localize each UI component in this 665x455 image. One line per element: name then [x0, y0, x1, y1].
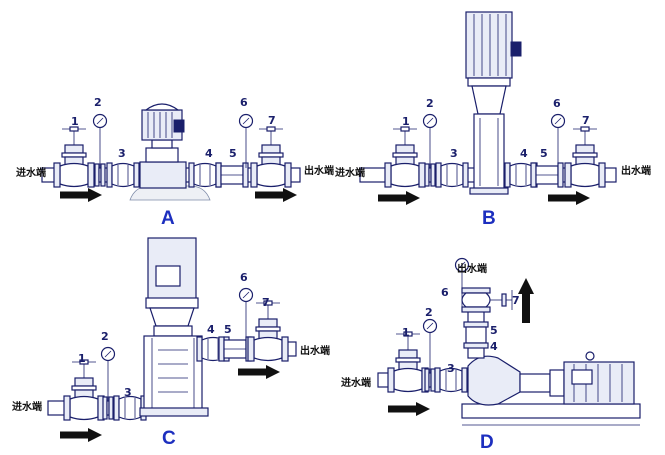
svg-text:1: 1 — [71, 115, 79, 128]
svg-text:3: 3 — [118, 147, 126, 160]
svg-text:5: 5 — [229, 147, 237, 160]
vertical-multistage-pump — [465, 11, 522, 195]
gate-valve — [247, 300, 289, 362]
pressure-gauge — [238, 113, 254, 169]
flexible-joint — [435, 162, 469, 188]
flow-arrow — [378, 191, 420, 205]
svg-text:6: 6 — [240, 271, 248, 284]
svg-text:5: 5 — [490, 324, 498, 337]
flow-arrow — [60, 188, 102, 202]
svg-text:2: 2 — [425, 306, 433, 319]
svg-text:7: 7 — [268, 114, 276, 127]
gate-valve — [461, 287, 513, 313]
flow-arrow — [548, 191, 590, 205]
gate-valve — [53, 126, 95, 188]
pressure-gauge — [92, 113, 108, 169]
gate-valve — [250, 126, 292, 188]
gate-valve — [63, 359, 105, 421]
svg-text:3: 3 — [447, 362, 455, 375]
vertical-multistage-pump — [139, 237, 209, 417]
svg-text:6: 6 — [441, 286, 449, 299]
pressure-gauge — [550, 113, 566, 169]
flow-arrow — [518, 278, 534, 323]
panel-b: 1 2 3 4 5 6 7 进水端 出水端 B — [335, 11, 651, 229]
svg-text:3: 3 — [450, 147, 458, 160]
svg-text:7: 7 — [512, 294, 520, 307]
outlet-label: 出水端 — [457, 262, 487, 275]
check-valve — [215, 162, 249, 188]
panel-letter: D — [480, 432, 494, 453]
svg-text:7: 7 — [262, 296, 270, 309]
inlet-label: 进水端 — [341, 376, 371, 389]
inlet-label: 进水端 — [16, 166, 46, 179]
flow-arrow — [255, 188, 297, 202]
gate-valve — [384, 126, 426, 188]
panel-c: 1 2 3 4 5 6 7 进水端 出水端 C — [12, 237, 330, 449]
svg-text:5: 5 — [224, 323, 232, 336]
svg-text:4: 4 — [490, 340, 498, 353]
pressure-gauge — [100, 346, 116, 402]
gate-valve — [564, 126, 606, 188]
svg-text:5: 5 — [540, 147, 548, 160]
svg-text:1: 1 — [402, 115, 410, 128]
svg-text:6: 6 — [240, 96, 248, 109]
outlet-label: 出水端 — [621, 164, 651, 177]
svg-text:6: 6 — [553, 97, 561, 110]
svg-text:1: 1 — [78, 352, 86, 365]
svg-text:3: 3 — [124, 386, 132, 399]
svg-text:4: 4 — [205, 147, 213, 160]
flexible-joint — [106, 162, 140, 188]
panel-d: 1 2 3 4 5 6 7 进水端 出水端 D — [341, 257, 641, 453]
panel-letter: C — [162, 428, 176, 449]
panel-a: 1 2 3 4 5 6 7 进水端 出水端 A — [16, 96, 334, 229]
svg-text:7: 7 — [582, 114, 590, 127]
pressure-gauge — [422, 113, 438, 169]
panel-letter: A — [161, 208, 175, 229]
flow-arrow — [388, 402, 430, 416]
inlet-label: 进水端 — [12, 400, 42, 413]
outlet-label: 出水端 — [300, 344, 330, 357]
inlet-label: 进水端 — [335, 166, 365, 179]
svg-text:2: 2 — [94, 96, 102, 109]
pump-base — [461, 403, 641, 419]
pressure-gauge — [238, 287, 254, 343]
inline-pump — [139, 103, 187, 189]
svg-text:1: 1 — [402, 326, 410, 339]
svg-text:4: 4 — [520, 147, 528, 160]
flow-arrow — [238, 365, 280, 379]
outlet-label: 出水端 — [304, 164, 334, 177]
flow-arrow — [60, 428, 102, 442]
svg-text:2: 2 — [101, 330, 109, 343]
svg-text:4: 4 — [207, 323, 215, 336]
panel-letter: B — [482, 208, 496, 229]
gate-valve — [387, 331, 429, 393]
svg-text:2: 2 — [426, 97, 434, 110]
check-valve — [463, 321, 489, 349]
end-suction-pump — [467, 351, 635, 406]
pressure-gauge — [422, 318, 438, 374]
